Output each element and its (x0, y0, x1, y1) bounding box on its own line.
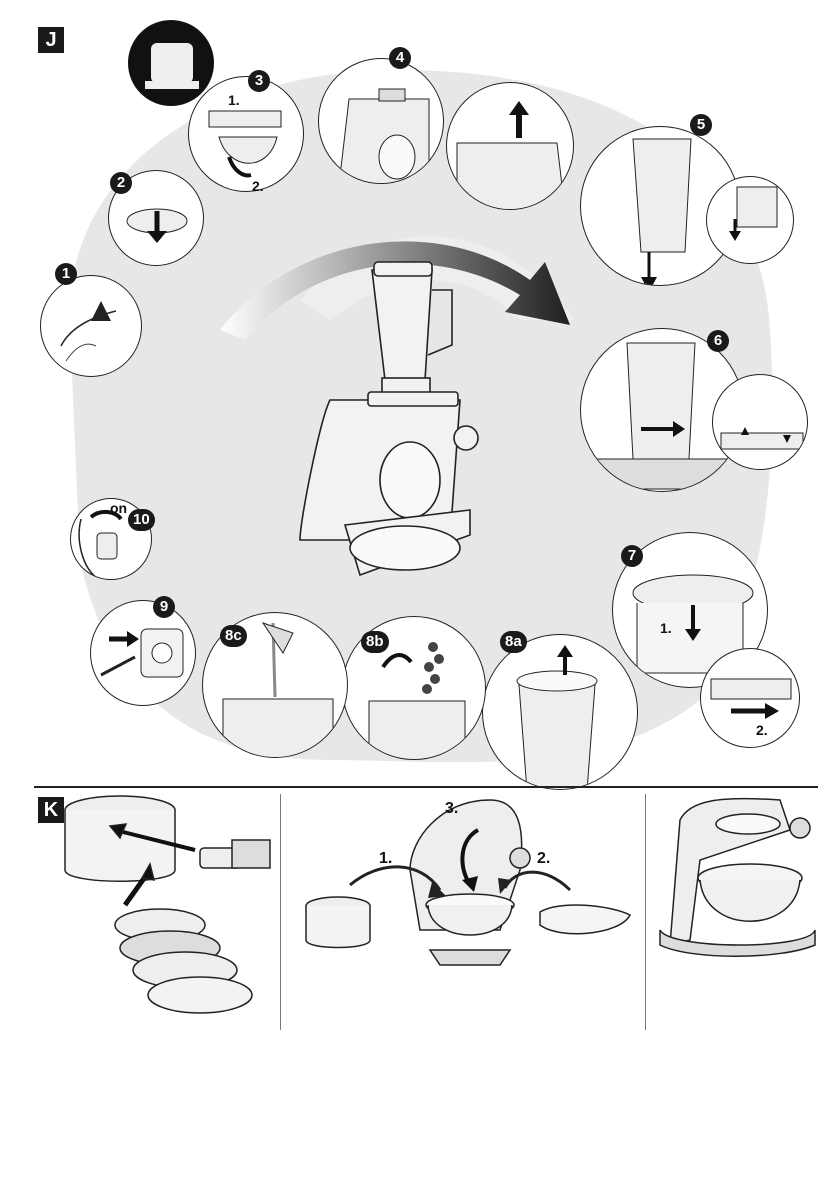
complete-mixer-illustration (0, 0, 839, 1191)
